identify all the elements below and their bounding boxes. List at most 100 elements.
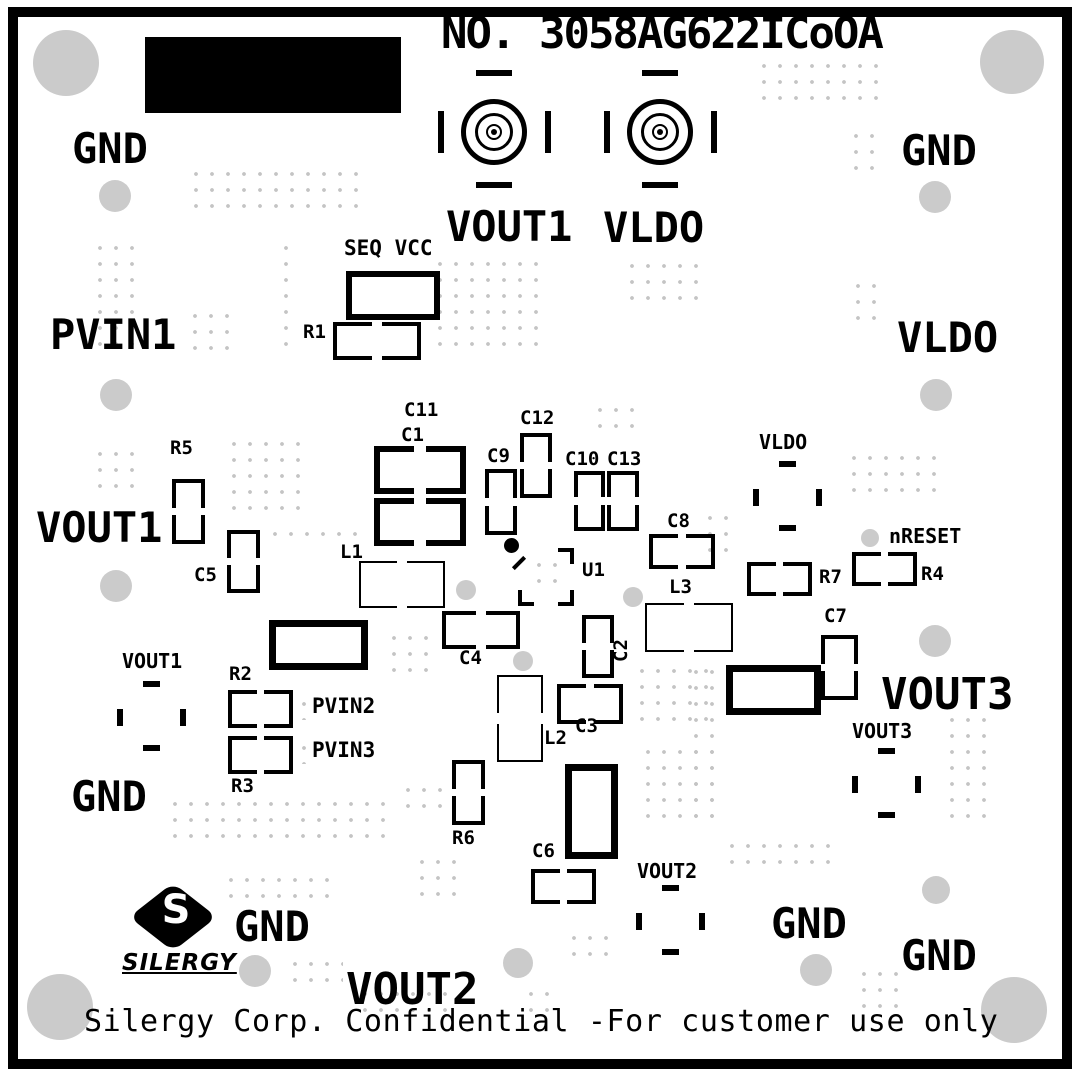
- testpoint-VLDO: [779, 461, 796, 467]
- sma-tick: [642, 182, 678, 188]
- pad-right: [594, 684, 623, 724]
- mounting-hole: [503, 948, 533, 978]
- component-C8: [649, 534, 715, 569]
- component-C6: [531, 869, 596, 904]
- refdes-r2: R2: [229, 663, 252, 685]
- pad-bottom: [485, 506, 517, 535]
- pad-left: [228, 690, 257, 728]
- via-dot-patch: [531, 557, 565, 593]
- pad-top: [574, 471, 605, 497]
- via-dot-patch: [167, 796, 391, 840]
- mounting-hole: [99, 180, 131, 212]
- refdes-r7: R7: [819, 566, 842, 588]
- pad-left: [333, 322, 372, 360]
- pad-bottom: [582, 650, 614, 678]
- via-dot-patch: [226, 436, 312, 516]
- sma-tick: [604, 111, 610, 153]
- via-dot-patch: [432, 256, 544, 354]
- component-C1-A: [374, 446, 466, 494]
- mounting-hole: [33, 30, 99, 96]
- component-JUMPER-2: [726, 665, 821, 715]
- component-L3: [645, 603, 733, 652]
- pad-bottom: [172, 515, 205, 544]
- pad-left: [852, 552, 881, 586]
- pad-top: [227, 530, 260, 558]
- refdes-c3: C3: [575, 715, 598, 737]
- refdes-r5: R5: [170, 437, 193, 459]
- pad-right: [426, 446, 466, 494]
- mounting-hole: [27, 974, 93, 1040]
- component-R6: [452, 760, 485, 825]
- refdes-c7: C7: [824, 605, 847, 627]
- pad-bottom: [520, 469, 552, 498]
- vout2-label-bottom: VOUT2: [346, 964, 479, 1015]
- testpoint-VOUT2: [662, 949, 679, 955]
- component-C12: [520, 433, 552, 498]
- pad-right: [567, 869, 596, 904]
- testpoint-VOUT2: [662, 885, 679, 891]
- pad-top: [582, 615, 614, 643]
- sma-tick: [476, 70, 512, 76]
- mounting-hole: [513, 651, 533, 671]
- sma-tick: [438, 111, 444, 153]
- via-dot-patch: [287, 956, 343, 990]
- corner-tr: [558, 548, 574, 564]
- pad-left: [557, 684, 586, 724]
- confidential-text: Silergy Corp. Confidential -For customer…: [84, 1004, 999, 1039]
- via-dot-patch: [848, 128, 878, 178]
- refdes-c10: C10: [565, 448, 600, 470]
- vout1-label-left: VOUT1: [36, 503, 163, 552]
- silergy-logo-text: SILERGY: [122, 950, 237, 976]
- via-dot-patch: [188, 166, 370, 212]
- via-dot-patch: [566, 930, 612, 960]
- component-C2: [582, 615, 614, 678]
- board-outline: [8, 7, 1072, 1069]
- vldo-sma-label: VLDO: [603, 203, 705, 252]
- pad-top: [520, 433, 552, 462]
- refdes-c12: C12: [520, 407, 555, 429]
- via-dot-patch: [414, 854, 458, 902]
- component-C5: [227, 530, 260, 593]
- via-dot-patch: [592, 402, 640, 438]
- vldo-label-right: VLDO: [897, 313, 999, 362]
- mounting-hole: [980, 30, 1044, 94]
- component-R7: [747, 562, 812, 596]
- pad-right: [888, 552, 917, 586]
- sma-ring-mid: [475, 113, 513, 151]
- pad-bottom: [452, 796, 485, 825]
- component-U1: [504, 538, 574, 606]
- testpoint-VOUT3: [852, 776, 858, 793]
- sma-ring-mid: [641, 113, 679, 151]
- testpoint-VOUT2: [699, 913, 705, 930]
- board-title: NO. 3058AG622ICoOA: [441, 8, 884, 59]
- sma-tick: [642, 70, 678, 76]
- mounting-hole: [623, 587, 643, 607]
- via-dot-patch: [850, 278, 888, 330]
- pad-left: [228, 736, 257, 774]
- via-dot-patch: [357, 986, 459, 1014]
- via-dot-patch: [267, 526, 363, 542]
- refdes-c6: C6: [532, 840, 555, 862]
- pad-bottom: [607, 505, 639, 531]
- testpoint-VOUT1: [143, 745, 160, 751]
- pad-bottom: [497, 724, 543, 762]
- pad-right: [382, 322, 421, 360]
- mounting-hole: [100, 379, 132, 411]
- testpoint-VOUT2: [636, 913, 642, 930]
- tp-label-vout3: VOUT3: [852, 719, 913, 743]
- pad-bottom: [227, 565, 260, 593]
- silergy-logo-letter: S: [161, 887, 191, 933]
- mounting-hole: [922, 876, 950, 904]
- refdes-u1: U1: [582, 559, 605, 581]
- testpoint-VOUT3: [878, 812, 895, 818]
- mounting-hole: [239, 955, 271, 987]
- testpoint-VOUT1: [180, 709, 186, 726]
- via-dot-patch: [724, 838, 836, 868]
- refdes-r3: R3: [231, 775, 254, 797]
- mounting-hole: [456, 580, 476, 600]
- pad-top: [172, 479, 205, 508]
- component-C10: [574, 471, 605, 531]
- sma-connector-VLDO: [627, 99, 693, 165]
- sma-ring-inner: [486, 124, 502, 140]
